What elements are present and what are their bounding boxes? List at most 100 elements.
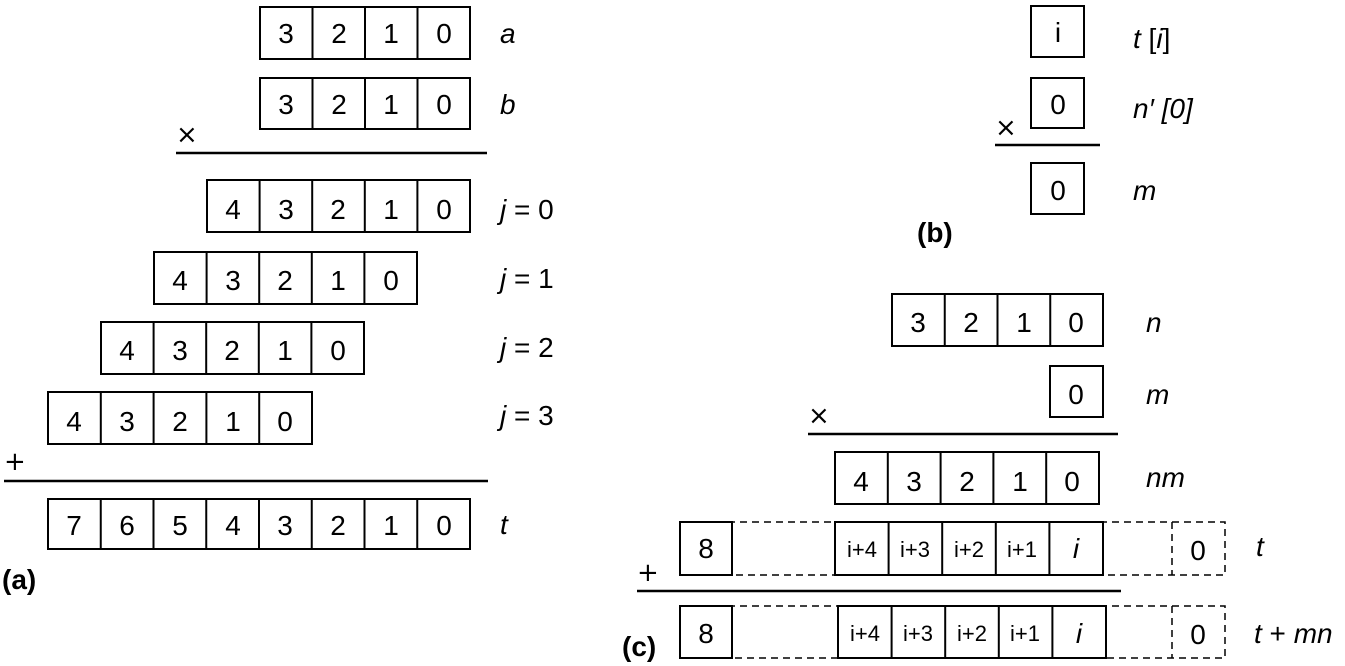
- j2-cell-3: 3: [172, 335, 188, 366]
- a-label: a: [500, 18, 516, 49]
- j2-label: j = 2: [496, 332, 554, 363]
- partial-row-j1: 4 3 2 1 0 j = 1: [153, 251, 554, 305]
- sum-cell-i2: i+2: [957, 621, 987, 646]
- a-row: 3 2 1 0 a: [259, 6, 516, 60]
- nm-cell-4: 4: [853, 466, 869, 497]
- a-cell-2: 2: [331, 18, 347, 49]
- j3-cell-0: 0: [277, 406, 293, 437]
- times-sign-a: ×: [176, 120, 198, 150]
- panel-c: 3 2 1 0 n 0 m × 4 3 2 1 0 nm: [622, 293, 1333, 662]
- partial-row-j2: 4 3 2 1 0 j = 2: [100, 321, 554, 375]
- t-cell-5: 5: [172, 510, 188, 541]
- t-c-cell-i3: i+3: [900, 537, 930, 562]
- j2-cell-2: 2: [224, 335, 240, 366]
- j1-cell-3: 3: [225, 265, 241, 296]
- sum-cell-0: 0: [1190, 619, 1206, 650]
- b-cell-2: 2: [331, 89, 347, 120]
- n-cell-0: 0: [1068, 307, 1084, 338]
- m-label-b: m: [1133, 175, 1156, 206]
- nm-cell-2: 2: [959, 466, 975, 497]
- t-cell-3: 3: [277, 510, 293, 541]
- j1-cell-1: 1: [330, 265, 346, 296]
- nm-cell-3: 3: [906, 466, 922, 497]
- j3-cell-3: 3: [119, 406, 135, 437]
- b-cell-1: 1: [383, 89, 399, 120]
- t-c-cell-i4: i+4: [847, 537, 877, 562]
- ti-label: t [i]: [1133, 23, 1170, 54]
- j2-cell-1: 1: [277, 335, 293, 366]
- sum-cell-8: 8: [698, 618, 714, 649]
- ti-cell: i: [1055, 17, 1061, 48]
- m-cell-b: 0: [1050, 175, 1066, 206]
- b-cell-0: 0: [436, 89, 452, 120]
- t-cell-0: 0: [436, 510, 452, 541]
- plus-sign-a: +: [4, 447, 26, 477]
- t-cell-1: 1: [383, 510, 399, 541]
- panel-a: 3 2 1 0 a 3 2 1 0 b × 4 3: [2, 6, 554, 595]
- j2-cell-0: 0: [330, 335, 346, 366]
- j0-cell-2: 2: [330, 194, 346, 225]
- t-c-cell-i2: i+2: [954, 537, 984, 562]
- n-cell-3: 3: [910, 307, 926, 338]
- times-sign-c: ×: [808, 401, 830, 431]
- j3-cell-4: 4: [66, 406, 82, 437]
- a-cell-0: 0: [436, 18, 452, 49]
- t-c-cell-i: i: [1073, 533, 1080, 564]
- t-c-cell-0: 0: [1190, 535, 1206, 566]
- j0-cell-0: 0: [436, 194, 452, 225]
- j1-cell-0: 0: [383, 265, 399, 296]
- m-cell-c: 0: [1068, 379, 1084, 410]
- t-label-a: t: [500, 509, 509, 540]
- t-label-c: t: [1256, 531, 1265, 562]
- j3-cell-1: 1: [225, 406, 241, 437]
- a-cell-3: 3: [278, 18, 294, 49]
- panel-c-label: (c): [622, 631, 656, 662]
- t-c-cell-i1: i+1: [1007, 537, 1037, 562]
- t-c-cell-8: 8: [698, 533, 714, 564]
- sum-cell-i1: i+1: [1010, 621, 1040, 646]
- sum-cell-i3: i+3: [903, 621, 933, 646]
- sum-row-c: 8 i+4 i+3 i+2 i+1 i 0 t + mn: [679, 605, 1333, 659]
- ti-box: [1030, 5, 1085, 58]
- t-row-a: 7 6 5 4 3 2 1 0 t: [47, 498, 509, 550]
- panel-a-label: (a): [2, 564, 36, 595]
- j3-label: j = 3: [496, 400, 554, 431]
- m-label-c: m: [1146, 379, 1169, 410]
- nprime-label: n′ [0]: [1133, 93, 1194, 124]
- partial-row-j3: 4 3 2 1 0 j = 3: [47, 391, 554, 445]
- t-plus-mn-label: t + mn: [1254, 618, 1333, 649]
- nprime-box: [1030, 77, 1085, 129]
- j0-cell-1: 1: [383, 194, 399, 225]
- panel-b: i t [i] 0 n′ [0] × 0 m (b): [917, 5, 1194, 248]
- t-cell-4: 4: [225, 510, 241, 541]
- j1-label: j = 1: [496, 263, 554, 294]
- n-cell-2: 2: [963, 307, 979, 338]
- plus-sign-c: +: [637, 558, 659, 588]
- n-label: n: [1146, 307, 1162, 338]
- nm-label: nm: [1146, 462, 1185, 493]
- sum-cell-i4: i+4: [850, 621, 880, 646]
- m-box-b: [1030, 162, 1085, 215]
- b-label: b: [500, 89, 516, 120]
- j1-cell-2: 2: [277, 265, 293, 296]
- j2-cell-4: 4: [119, 335, 135, 366]
- nm-cell-1: 1: [1012, 466, 1028, 497]
- nprime-cell: 0: [1050, 89, 1066, 120]
- b-row: 3 2 1 0 b: [259, 77, 516, 130]
- n-cell-1: 1: [1016, 307, 1032, 338]
- j0-label: j = 0: [496, 194, 554, 225]
- t-row-c: 8 i+4 i+3 i+2 i+1 i 0 t: [679, 521, 1265, 576]
- partial-row-j0: 4 3 2 1 0 j = 0: [206, 179, 554, 233]
- sum-cell-i: i: [1076, 618, 1083, 649]
- a-cell-1: 1: [383, 18, 399, 49]
- m-box-c: [1049, 365, 1104, 418]
- j0-cell-3: 3: [278, 194, 294, 225]
- times-sign-b: ×: [995, 113, 1017, 143]
- panel-b-label: (b): [917, 217, 953, 248]
- j1-cell-4: 4: [172, 265, 188, 296]
- n-row: 3 2 1 0 n: [891, 293, 1162, 347]
- t-cell-6: 6: [119, 510, 135, 541]
- t-cell-7: 7: [66, 510, 82, 541]
- b-cell-3: 3: [278, 89, 294, 120]
